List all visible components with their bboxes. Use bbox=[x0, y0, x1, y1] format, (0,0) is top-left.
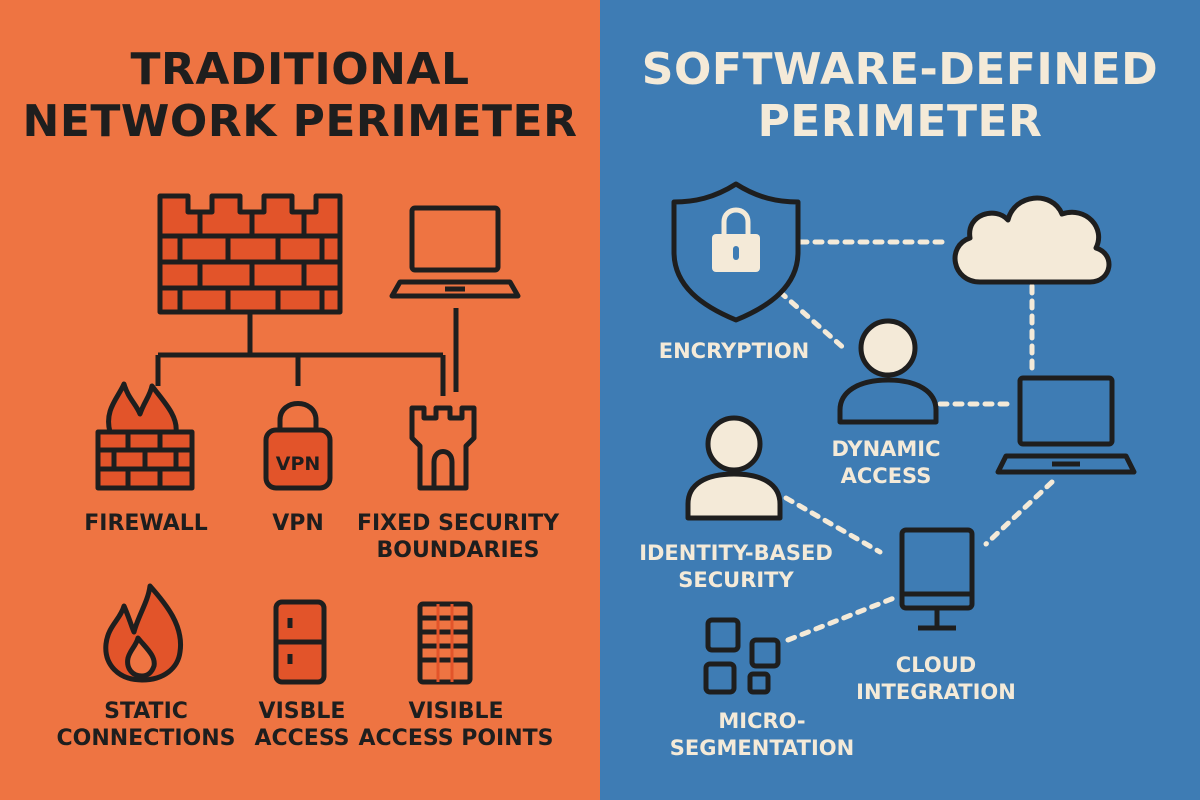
visible-access-points-line2: ACCESS POINTS bbox=[358, 726, 554, 751]
identity-security-label: IDENTITY-BASED SECURITY bbox=[639, 540, 833, 594]
user-dynamic-icon bbox=[837, 318, 939, 425]
visible-access-points-label: VISIBLE ACCESS POINTS bbox=[359, 698, 554, 752]
micro-segmentation-label: MICRO- SEGMENTATION bbox=[670, 708, 854, 762]
visible-access-line1: VISBLE bbox=[258, 699, 346, 724]
vpn-badge-text: VPN bbox=[276, 453, 321, 475]
visible-access-line2: ACCESS bbox=[254, 726, 350, 751]
laptop-right-icon bbox=[995, 375, 1137, 475]
dynamic-access-line2: ACCESS bbox=[840, 464, 932, 488]
static-connections-line2: CONNECTIONS bbox=[56, 726, 236, 751]
castle-tower-icon bbox=[409, 405, 477, 491]
vpn-label: VPN bbox=[272, 511, 324, 536]
brick-wall-icon bbox=[157, 193, 343, 315]
firewall-icon bbox=[95, 381, 195, 491]
user-identity-icon bbox=[685, 415, 783, 521]
cloud-icon bbox=[952, 195, 1112, 285]
sdp-title-line1: SOFTWARE-DEFINED bbox=[641, 44, 1159, 95]
fixed-boundaries-label: FIXED SECURITY BOUNDARIES bbox=[357, 510, 559, 564]
identity-security-line1: IDENTITY-BASED bbox=[639, 541, 833, 565]
traditional-title-line1: TRADITIONAL bbox=[130, 44, 470, 95]
micro-segmentation-icon bbox=[703, 617, 781, 695]
traditional-diagram: VPN bbox=[95, 193, 521, 685]
cloud-integration-line2: INTEGRATION bbox=[856, 680, 1016, 704]
dynamic-access-label: DYNAMIC ACCESS bbox=[831, 436, 940, 490]
static-connections-label: STATIC CONNECTIONS bbox=[57, 698, 236, 752]
server-rack-icon bbox=[417, 601, 473, 685]
encryption-label: ENCRYPTION bbox=[658, 339, 810, 363]
traditional-title: TRADITIONAL NETWORK PERIMETER bbox=[0, 44, 600, 148]
fixed-boundaries-line2: BOUNDARIES bbox=[376, 538, 540, 563]
vpn-lock-icon bbox=[263, 401, 333, 491]
traditional-perimeter-panel: TRADITIONAL NETWORK PERIMETER bbox=[0, 0, 600, 800]
cloud-integration-line1: CLOUD bbox=[895, 653, 977, 677]
sdp-diagram bbox=[671, 181, 1137, 695]
connection-lines bbox=[155, 308, 459, 396]
sdp-title-line2: PERIMETER bbox=[757, 96, 1043, 147]
firewall-label: FIREWALL bbox=[84, 511, 208, 536]
visible-access-label: VISBLE ACCESS bbox=[254, 698, 349, 752]
dynamic-access-line1: DYNAMIC bbox=[831, 437, 941, 461]
visible-access-points-line1: VISIBLE bbox=[408, 699, 504, 724]
sdp-title: SOFTWARE-DEFINED PERIMETER bbox=[600, 44, 1200, 148]
identity-security-line2: SECURITY bbox=[678, 568, 794, 592]
phone-icon bbox=[273, 599, 327, 685]
micro-segmentation-line1: MICRO- bbox=[718, 709, 806, 733]
laptop-icon bbox=[389, 205, 521, 299]
fixed-boundaries-line1: FIXED SECURITY bbox=[356, 511, 560, 536]
shield-lock-icon bbox=[671, 181, 801, 323]
traditional-title-line2: NETWORK PERIMETER bbox=[22, 96, 578, 147]
dotted-connections bbox=[777, 239, 1055, 643]
software-defined-panel: SOFTWARE-DEFINED PERIMETER bbox=[600, 0, 1200, 800]
micro-segmentation-line2: SEGMENTATION bbox=[669, 736, 855, 760]
cloud-integration-label: CLOUD INTEGRATION bbox=[856, 652, 1016, 706]
desktop-monitor-icon bbox=[899, 527, 975, 631]
static-connections-line1: STATIC bbox=[104, 699, 188, 724]
flame-icon bbox=[103, 583, 184, 683]
